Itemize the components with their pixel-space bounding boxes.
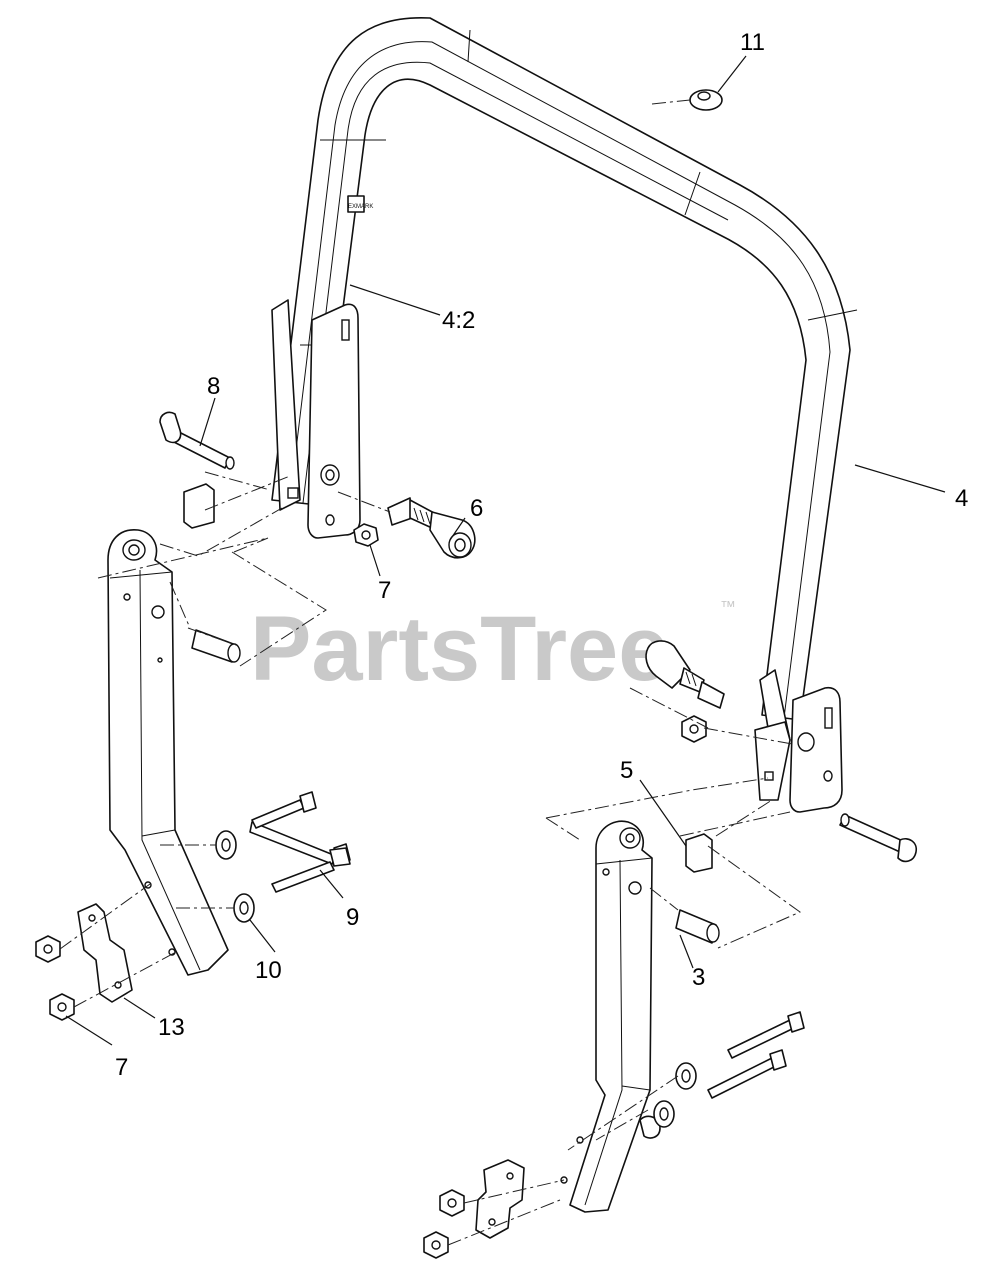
left-hoop-mount-plate bbox=[271, 299, 361, 539]
watermark-trademark: ™ bbox=[720, 599, 736, 616]
callout-7-left: 7 bbox=[115, 1054, 128, 1081]
flange-nut-bottom-1 bbox=[439, 1189, 465, 1217]
right-upright-arm bbox=[560, 820, 661, 1213]
washer-left-1 bbox=[215, 830, 237, 860]
roll-bar-hoop: EXMARK bbox=[271, 16, 858, 721]
bumper-stop-left bbox=[183, 483, 215, 529]
bumper-stop-right bbox=[685, 833, 713, 873]
callout-5: 5 bbox=[620, 757, 633, 784]
callout-6: 6 bbox=[470, 495, 483, 522]
watermark-text: PartsTree bbox=[250, 598, 669, 700]
callout-13: 13 bbox=[158, 1014, 185, 1041]
callout-9: 9 bbox=[346, 904, 359, 931]
assembly-lines bbox=[59, 99, 802, 1246]
bolt-left-upper bbox=[159, 411, 235, 470]
callout-7-center: 7 bbox=[378, 577, 391, 604]
lock-pin-right bbox=[645, 640, 725, 709]
washer-right-2 bbox=[653, 1100, 675, 1128]
spacer-tube-left bbox=[191, 629, 241, 663]
washer-left-2 bbox=[233, 893, 255, 923]
spacer-tube-right bbox=[675, 909, 720, 944]
flange-nut-left-2 bbox=[49, 993, 75, 1021]
bolt-left-pair bbox=[249, 791, 351, 893]
callouts: 11 4:2 8 6 4 7 5 9 10 3 13 7 bbox=[115, 29, 968, 1081]
lock-pin-left bbox=[387, 497, 476, 559]
flange-nut-right bbox=[681, 715, 707, 743]
callout-4-2: 4:2 bbox=[442, 307, 475, 334]
cap-nut-top bbox=[689, 89, 723, 111]
bolt-right-lower bbox=[839, 813, 918, 863]
backing-plate-left bbox=[77, 903, 133, 1003]
washer-right-1 bbox=[675, 1062, 697, 1090]
bolt-right-pair bbox=[707, 1011, 805, 1099]
callout-4: 4 bbox=[955, 485, 968, 512]
flange-nut-bottom-2 bbox=[423, 1231, 449, 1259]
leader-lines bbox=[65, 55, 946, 1046]
flange-nut-left-1 bbox=[35, 935, 61, 963]
callout-10: 10 bbox=[255, 957, 282, 984]
left-upright-arm bbox=[107, 529, 229, 976]
callout-8: 8 bbox=[207, 373, 220, 400]
callout-11: 11 bbox=[740, 29, 765, 56]
flange-nut-center bbox=[353, 523, 379, 547]
right-hoop-mount-plate bbox=[754, 669, 843, 813]
backing-plate-right bbox=[475, 1159, 525, 1239]
decal-label bbox=[347, 195, 365, 213]
callout-3: 3 bbox=[692, 964, 705, 991]
decal-label-text: EXMARK bbox=[348, 204, 373, 210]
